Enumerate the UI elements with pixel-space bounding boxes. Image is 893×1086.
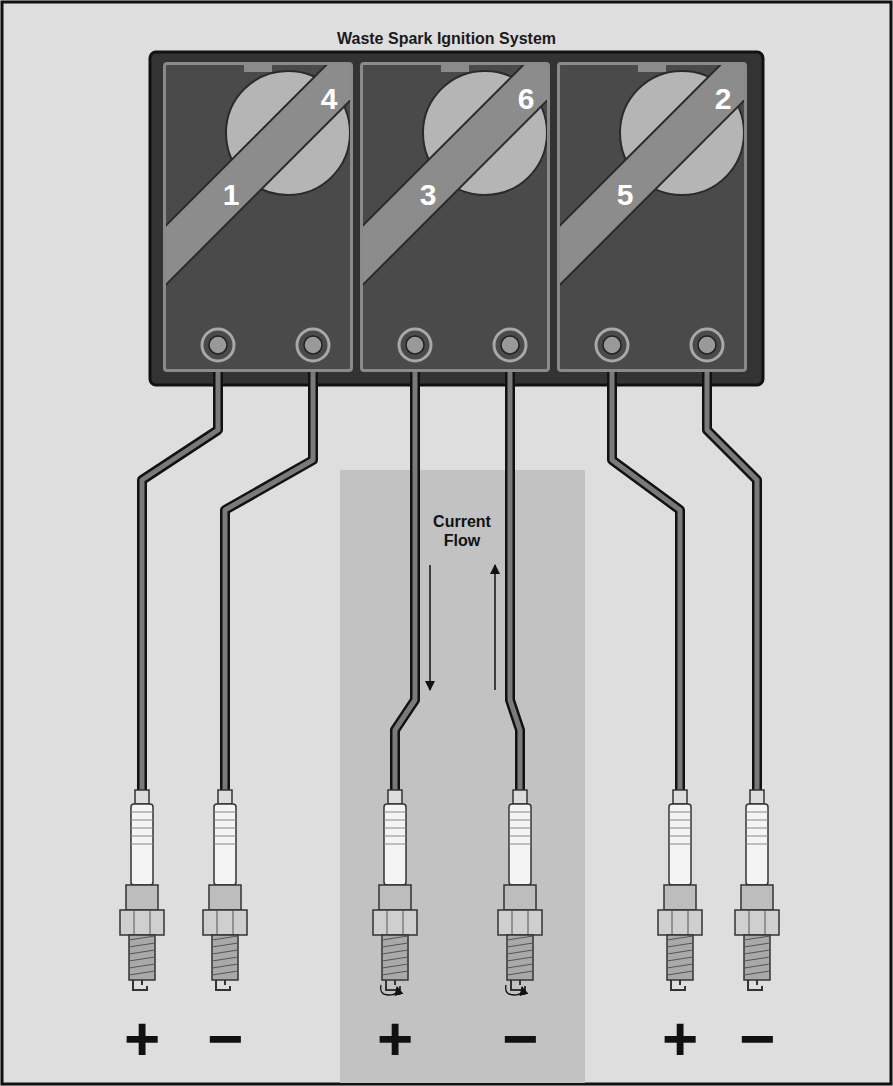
cylinder-number: 5 (608, 178, 642, 212)
spark-plug (498, 790, 542, 995)
spark-arrow (506, 985, 523, 995)
wire (395, 345, 415, 800)
ignition-coil: 36 (360, 62, 550, 372)
spark-plug (373, 790, 417, 995)
wire (612, 345, 680, 800)
ignition-coil: 52 (557, 62, 747, 372)
ignition-coil: 14 (163, 62, 353, 372)
spark-plug (203, 790, 247, 990)
plug-wires (142, 345, 757, 800)
polarity-sign: − (722, 1008, 792, 1070)
spark-arrow (381, 985, 398, 995)
cylinder-number: 2 (706, 82, 740, 116)
wire (225, 345, 313, 800)
cylinder-number: 1 (214, 178, 248, 212)
cylinder-number: 6 (509, 82, 543, 116)
polarity-sign: + (107, 1008, 177, 1070)
wire-outline (395, 345, 415, 800)
polarity-sign: + (360, 1008, 430, 1070)
wire-outline (612, 345, 680, 800)
wire-outline (142, 345, 218, 800)
wire-outline (225, 345, 313, 800)
wire (707, 345, 757, 800)
shaded-band (340, 470, 585, 1083)
spark-plug (735, 790, 779, 990)
current-arrow (494, 565, 496, 690)
current-arrow (429, 565, 431, 690)
wire-outline (510, 345, 520, 800)
wire-outline (707, 345, 757, 800)
cylinder-number: 4 (312, 82, 346, 116)
spark-plug (658, 790, 702, 990)
coil-pack-housing (150, 52, 763, 385)
wire (510, 345, 520, 800)
polarity-sign: + (645, 1008, 715, 1070)
wire (142, 345, 218, 800)
diagram-title: Waste Spark Ignition System (0, 30, 893, 48)
cylinder-number: 3 (411, 178, 445, 212)
polarity-sign: − (190, 1008, 260, 1070)
current-flow-label: Current Flow (427, 512, 497, 550)
spark-plug (120, 790, 164, 990)
polarity-sign: − (485, 1008, 555, 1070)
